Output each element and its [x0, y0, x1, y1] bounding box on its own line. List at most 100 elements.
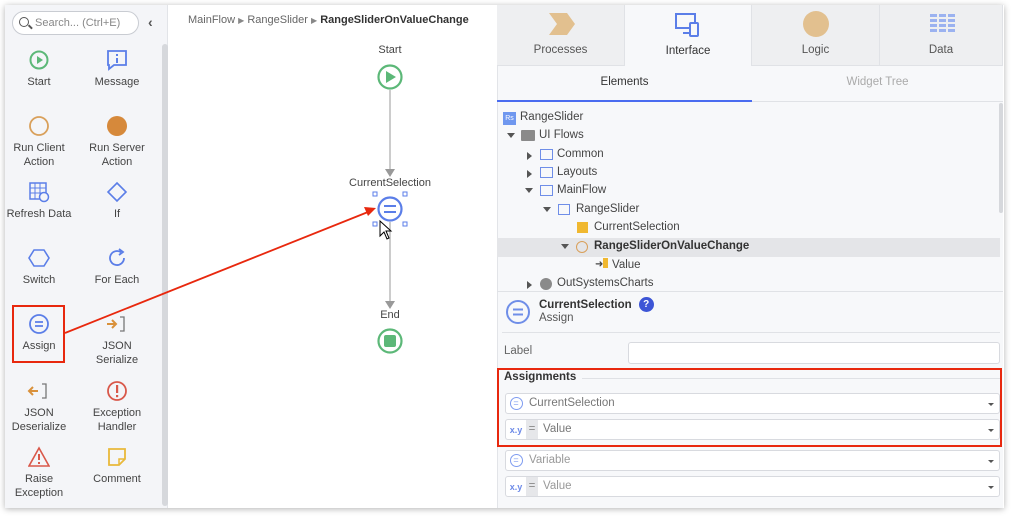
tree-item-common[interactable]: Common — [497, 146, 1000, 164]
flow-canvas[interactable] — [168, 5, 497, 508]
switch-icon — [2, 247, 76, 269]
tab-processes[interactable]: Processes — [497, 5, 625, 66]
raise-exception-icon — [2, 446, 76, 468]
palette-label: Run Client Action — [13, 142, 65, 168]
select-value: Variable — [529, 454, 571, 466]
assign-node-icon[interactable] — [372, 191, 408, 227]
palette-item-run-server-action[interactable]: Run Server Action — [80, 115, 154, 169]
assignment-variable-select[interactable]: =Variable — [505, 450, 1000, 471]
help-icon[interactable]: ? — [638, 297, 654, 312]
assign-node-label: CurrentSelection — [349, 177, 431, 189]
tree-item-rangeslideronvaluechange[interactable]: RangeSliderOnValueChange — [497, 238, 1000, 257]
palette-item-for-each[interactable]: For Each — [80, 247, 154, 287]
expand-caret-icon[interactable] — [527, 170, 532, 178]
breadcrumb-rangeslider[interactable]: RangeSlider — [247, 14, 308, 26]
expand-caret-icon[interactable] — [527, 152, 532, 160]
palette-item-comment[interactable]: Comment — [80, 446, 154, 486]
interface-icon — [675, 13, 699, 37]
dropdown-caret-icon — [988, 429, 994, 432]
expand-caret-icon[interactable] — [525, 188, 533, 193]
search-input[interactable]: Search... (Ctrl+E) — [12, 11, 139, 35]
assign-icon: = — [506, 394, 526, 413]
assignment-value-input[interactable]: x.y=Value — [505, 419, 1000, 440]
end-node-icon[interactable] — [377, 328, 403, 354]
folder-icon — [521, 130, 535, 141]
tab-logic[interactable]: Logic — [752, 5, 880, 66]
subtab-elements[interactable]: Elements — [497, 66, 752, 102]
start-icon — [2, 49, 76, 71]
palette-item-json-serialize[interactable]: JSON Serialize — [80, 313, 154, 367]
tab-data[interactable]: Data — [880, 5, 1003, 66]
toolbox-palette — [5, 5, 168, 508]
breadcrumb-mainflow[interactable]: MainFlow — [188, 14, 236, 26]
palette-label: Refresh Data — [6, 208, 72, 220]
message-icon — [80, 49, 154, 71]
palette-item-message[interactable]: Message — [80, 49, 154, 89]
properties-subtitle: Assign — [539, 312, 574, 324]
tree-label: RangeSlider — [520, 111, 584, 123]
palette-label: Switch — [22, 274, 56, 286]
json-deserialize-icon — [2, 380, 76, 402]
expand-caret-icon[interactable] — [543, 207, 551, 212]
label-field-label: Label — [504, 345, 533, 357]
palette-item-assign[interactable]: Assign — [2, 313, 76, 353]
palette-label: Raise Exception — [14, 473, 64, 499]
tree-item-rangeslider-screen[interactable]: RangeSlider — [497, 201, 1000, 219]
palette-item-switch[interactable]: Switch — [2, 247, 76, 287]
palette-label: Message — [94, 76, 140, 88]
tree-item-value[interactable]: ➜Value — [497, 257, 1000, 275]
screen-icon — [558, 204, 570, 215]
select-value: Value — [543, 423, 572, 435]
label-input[interactable] — [628, 342, 1000, 364]
start-node-label: Start — [378, 44, 402, 56]
red-arrowhead — [364, 207, 376, 216]
expand-caret-icon[interactable] — [527, 281, 532, 289]
tree-item-layouts[interactable]: Layouts — [497, 164, 1000, 182]
palette-label: Run Server Action — [89, 142, 145, 168]
select-value: CurrentSelection — [529, 397, 615, 409]
palette-item-json-deserialize[interactable]: JSON Deserialize — [2, 380, 76, 434]
tree-label: MainFlow — [557, 184, 607, 196]
subtab-widget-tree[interactable]: Widget Tree — [752, 66, 1003, 102]
palette-label: Exception Handler — [92, 407, 142, 433]
palette-item-raise-exception[interactable]: Raise Exception — [2, 446, 76, 500]
end-node-label: End — [380, 309, 400, 321]
assignment-variable-select[interactable]: =CurrentSelection — [505, 393, 1000, 414]
tree-item-ui-flows[interactable]: UI Flows — [497, 127, 1000, 145]
assign-highlight-box — [12, 305, 65, 363]
assignment-value-input[interactable]: x.y=Value — [505, 476, 1000, 497]
client-action-icon — [576, 241, 588, 253]
palette-item-refresh-data[interactable]: Refresh Data — [2, 181, 76, 221]
tab-interface[interactable]: Interface — [625, 5, 752, 66]
assignments-heading: Assignments — [504, 371, 577, 383]
palette-label: For Each — [94, 274, 140, 286]
tab-label: Interface — [665, 45, 711, 57]
json-serialize-icon — [80, 313, 154, 335]
palette-label: JSON Deserialize — [11, 407, 67, 433]
tree-scrollbar[interactable] — [999, 103, 1003, 213]
divider — [502, 332, 1000, 333]
tree-item-currentselection[interactable]: CurrentSelection — [497, 219, 1000, 237]
expression-icon: x.y — [509, 481, 523, 492]
palette-item-exception-handler[interactable]: Exception Handler — [80, 380, 154, 434]
tree-label: Value — [612, 259, 641, 271]
palette-item-run-client-action[interactable]: Run Client Action — [2, 115, 76, 169]
start-node-icon[interactable] — [377, 64, 403, 90]
select-value: Value — [543, 480, 572, 492]
input-parameter-icon: ➜ — [595, 258, 609, 270]
palette-item-start[interactable]: Start — [2, 49, 76, 89]
assignments-highlight-box — [497, 368, 1002, 447]
tree-label: UI Flows — [539, 129, 584, 141]
tree-item-mainflow[interactable]: MainFlow — [497, 182, 1000, 200]
collapse-chevron-icon[interactable]: ‹ — [148, 14, 153, 30]
palette-scrollbar[interactable] — [162, 44, 168, 506]
palette-item-if[interactable]: If — [80, 181, 154, 221]
expand-caret-icon[interactable] — [507, 133, 515, 138]
expand-caret-icon[interactable] — [561, 244, 569, 249]
palette-label: Comment — [93, 473, 141, 485]
tree-item-outsystemscharts[interactable]: OutSystemsCharts — [497, 275, 1000, 291]
red-arrow — [64, 211, 369, 334]
palette-label: If — [113, 208, 121, 220]
run-server-action-icon — [80, 115, 154, 137]
